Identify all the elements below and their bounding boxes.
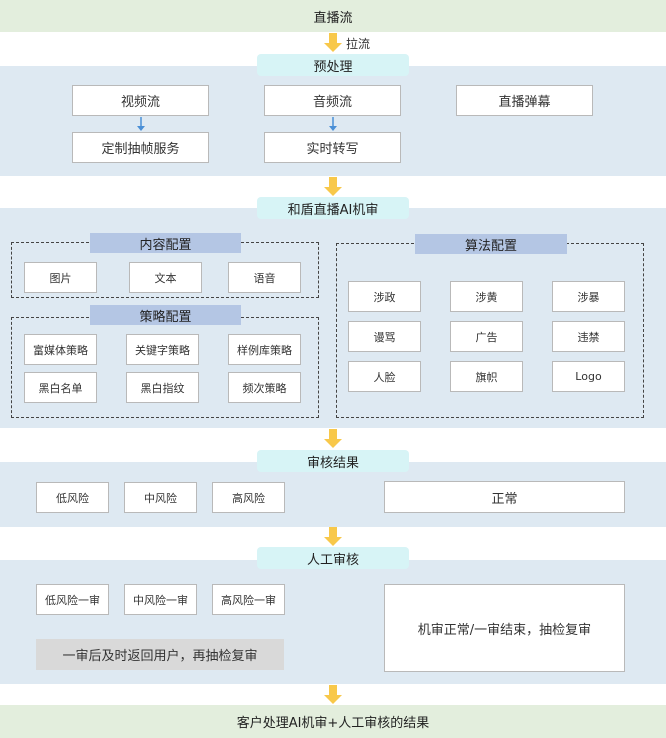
result-normal: 正常 xyxy=(384,481,625,513)
result-pill: 审核结果 xyxy=(257,450,409,472)
top-band: 直播流 xyxy=(0,0,666,32)
strategy-item: 频次策略 xyxy=(228,372,301,403)
pull-stream-label: 拉流 xyxy=(346,37,371,51)
algo-item: 旗帜 xyxy=(450,361,523,392)
ai-review-title: 和盾直播AI机审 xyxy=(287,202,379,218)
strategy-item: 样例库策略 xyxy=(228,334,301,365)
bottom-band: 客户处理AI机审+人工审核的结果 xyxy=(0,705,666,738)
bottom-title: 客户处理AI机审+人工审核的结果 xyxy=(236,716,430,731)
content-item-text: 文本 xyxy=(129,262,202,293)
down-arrow-icon xyxy=(324,177,342,196)
result-mid-risk: 中风险 xyxy=(124,482,197,513)
algo-config-header: 算法配置 xyxy=(415,234,567,254)
algo-item: 违禁 xyxy=(552,321,625,352)
content-config-header: 内容配置 xyxy=(90,233,241,253)
result-title: 审核结果 xyxy=(306,455,359,471)
preprocess-title: 预处理 xyxy=(313,59,353,75)
manual-high-risk: 高风险一审 xyxy=(212,584,285,615)
transcribe-box: 实时转写 xyxy=(264,132,401,163)
frame-service-box: 定制抽帧服务 xyxy=(72,132,209,163)
algo-item: 人脸 xyxy=(348,361,421,392)
algo-item: 涉政 xyxy=(348,281,421,312)
manual-title: 人工审核 xyxy=(306,552,359,568)
strategy-item: 富媒体策略 xyxy=(24,334,97,365)
down-arrow-icon xyxy=(324,33,342,52)
ai-review-pill: 和盾直播AI机审 xyxy=(257,197,409,219)
preprocess-pill: 预处理 xyxy=(257,54,409,76)
algo-item: 涉黄 xyxy=(450,281,523,312)
result-high-risk: 高风险 xyxy=(212,482,285,513)
algo-item: 广告 xyxy=(450,321,523,352)
algo-item: Logo xyxy=(552,361,625,392)
down-arrow-icon xyxy=(324,685,342,704)
audio-stream-box: 音频流 xyxy=(264,85,401,116)
down-arrow-icon xyxy=(324,527,342,546)
manual-low-risk: 低风险一审 xyxy=(36,584,109,615)
strategy-config-header: 策略配置 xyxy=(90,305,241,325)
danmaku-box: 直播弹幕 xyxy=(456,85,593,116)
algo-item: 涉暴 xyxy=(552,281,625,312)
manual-return-note: 一审后及时返回用户，再抽检复审 xyxy=(36,639,284,670)
video-to-frame-arrow-icon xyxy=(137,117,145,131)
algo-item: 谩骂 xyxy=(348,321,421,352)
strategy-item: 关键字策略 xyxy=(126,334,199,365)
video-stream-box: 视频流 xyxy=(72,85,209,116)
strategy-item: 黑白指纹 xyxy=(126,372,199,403)
manual-pill: 人工审核 xyxy=(257,547,409,569)
manual-mid-risk: 中风险一审 xyxy=(124,584,197,615)
strategy-item: 黑白名单 xyxy=(24,372,97,403)
manual-normal-note: 机审正常/一审结束，抽检复审 xyxy=(384,584,625,672)
top-title: 直播流 xyxy=(313,10,353,26)
result-low-risk: 低风险 xyxy=(36,482,109,513)
audio-to-transcribe-arrow-icon xyxy=(329,117,337,131)
content-item-image: 图片 xyxy=(24,262,97,293)
content-item-voice: 语音 xyxy=(228,262,301,293)
down-arrow-icon xyxy=(324,429,342,448)
